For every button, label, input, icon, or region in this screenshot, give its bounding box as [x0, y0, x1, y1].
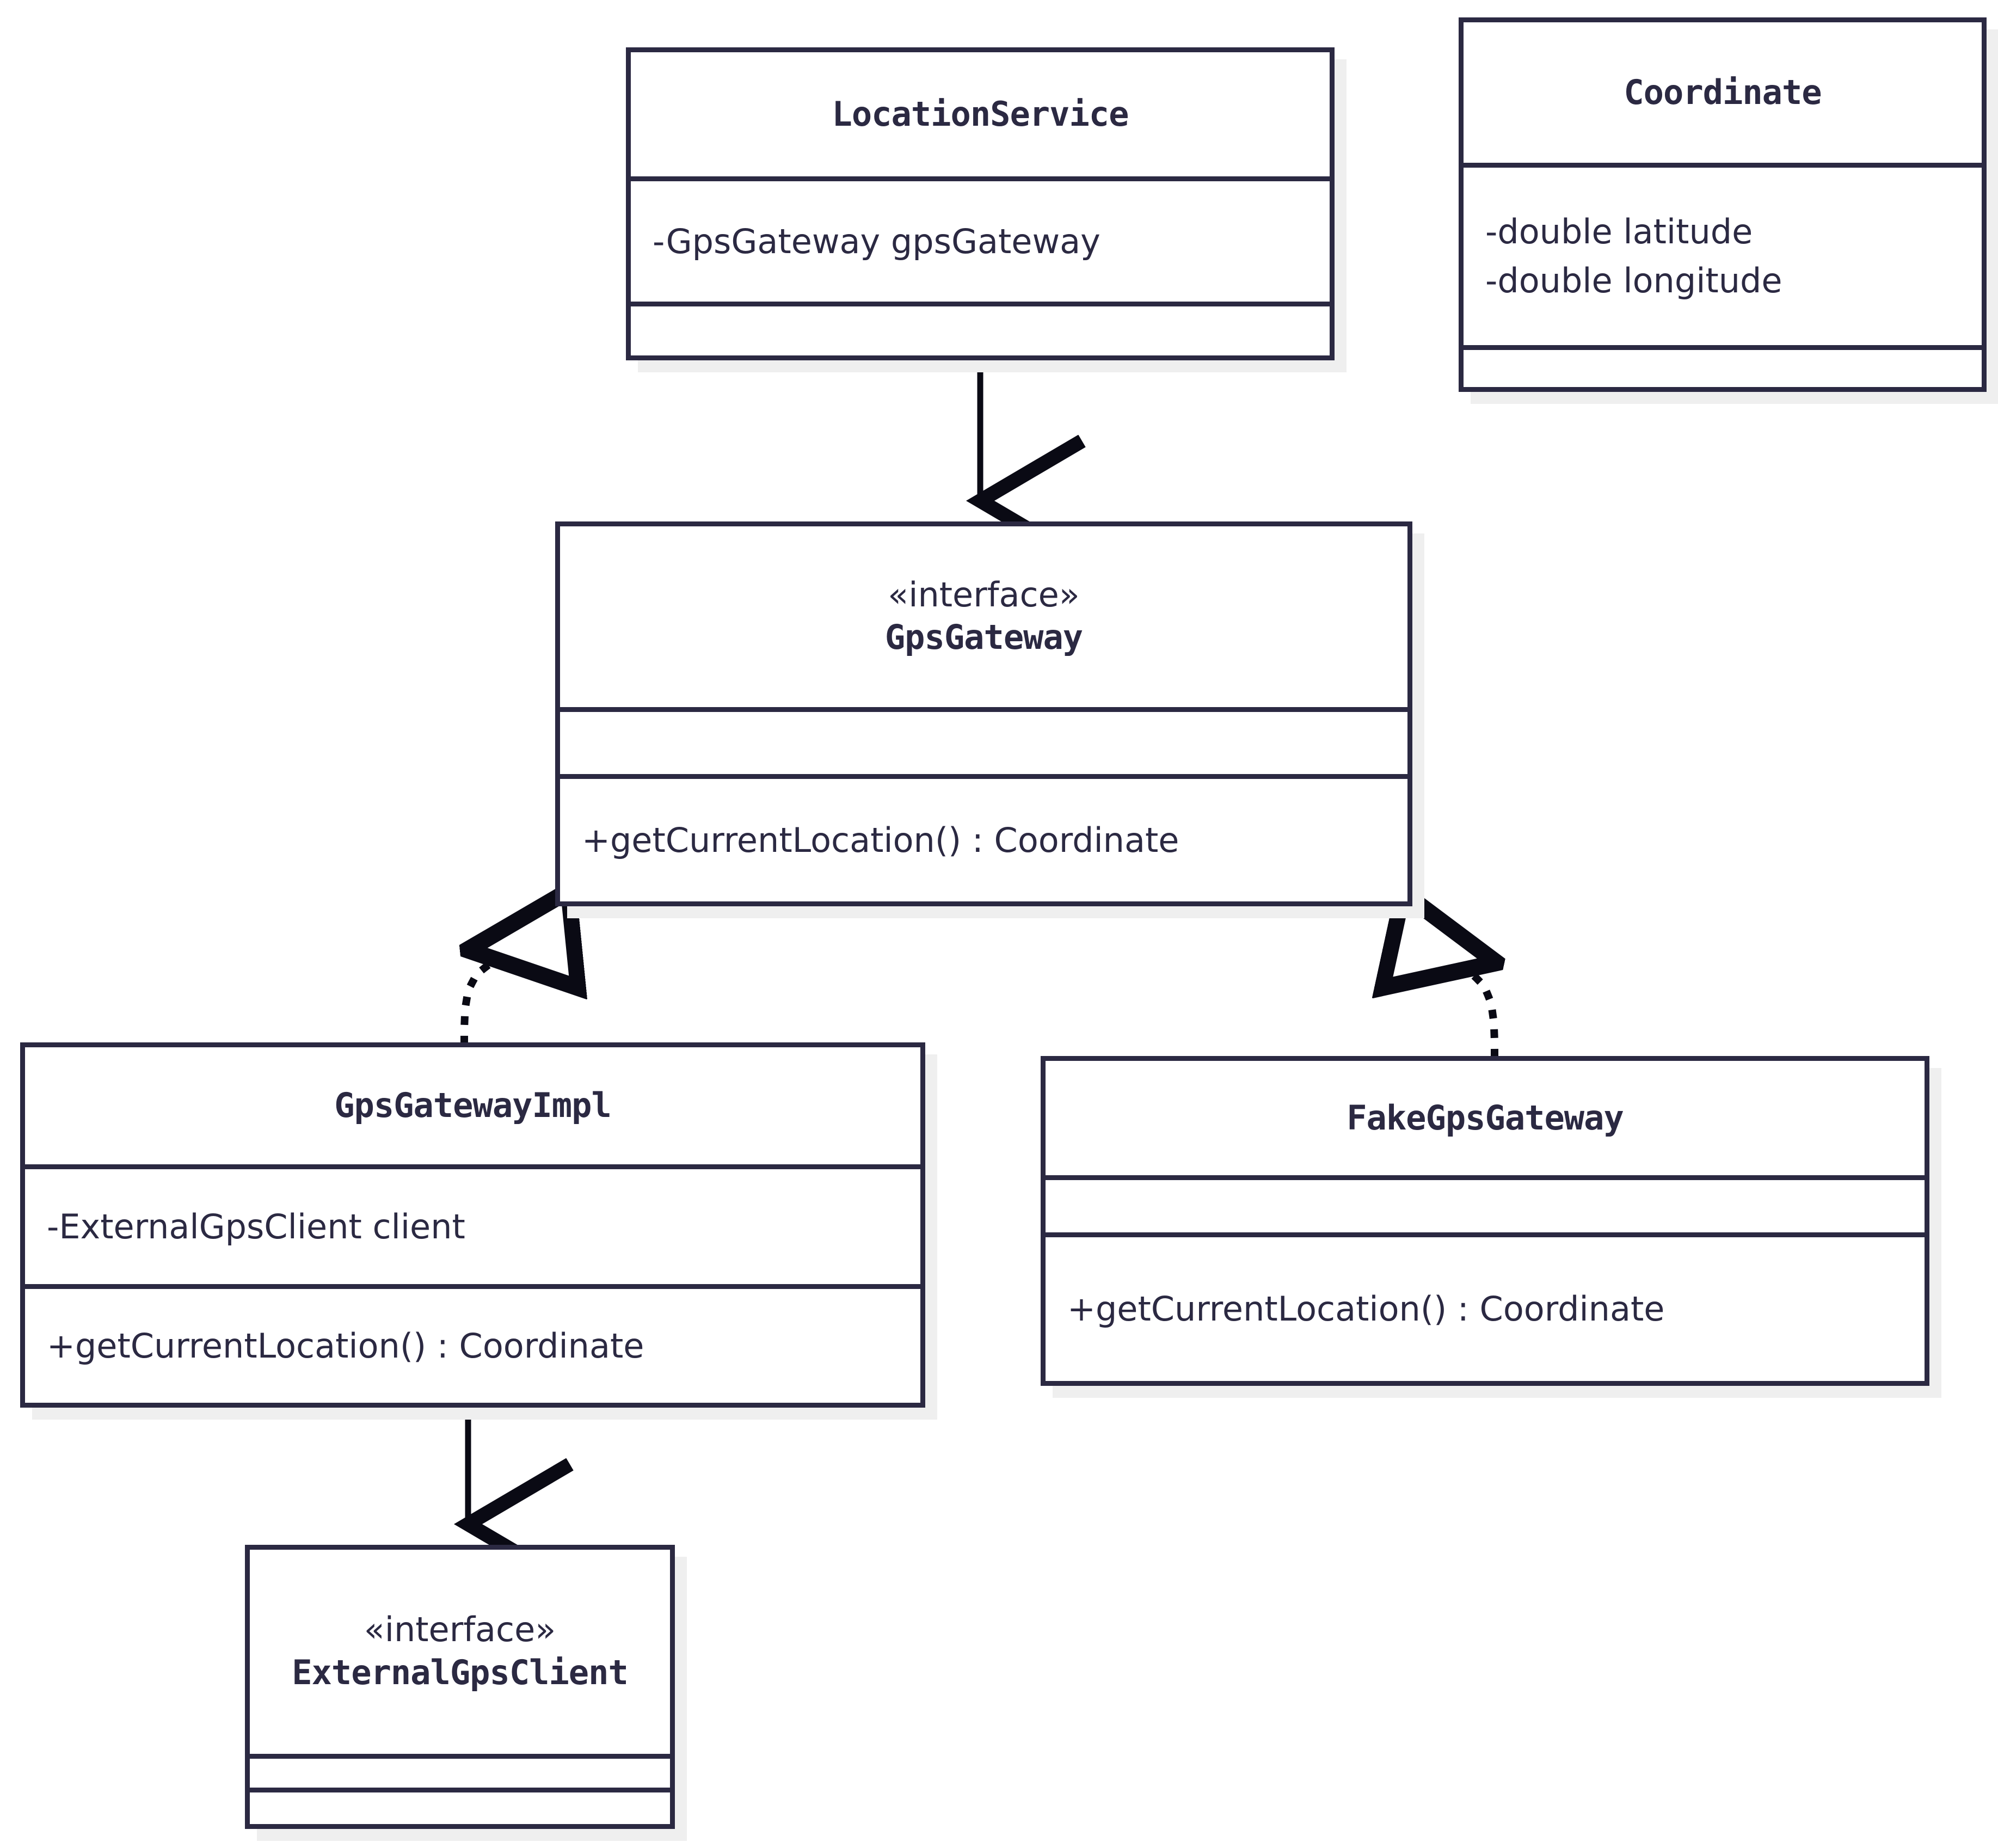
class-operations-gps-gateway-impl: +getCurrentLocation() : Coordinate — [25, 1284, 920, 1403]
class-attribute: -double latitude — [1485, 212, 1753, 252]
class-attributes-fake-gps-gateway — [1046, 1175, 1925, 1232]
class-operations-location-service — [631, 302, 1330, 355]
class-header-fake-gps-gateway: FakeGpsGateway — [1046, 1061, 1925, 1175]
class-box-location-service[interactable]: LocationService -GpsGateway gpsGateway — [626, 47, 1335, 360]
class-operations-fake-gps-gateway: +getCurrentLocation() : Coordinate — [1046, 1232, 1925, 1381]
class-operations-gps-gateway: +getCurrentLocation() : Coordinate — [560, 774, 1407, 901]
class-operation: +getCurrentLocation() : Coordinate — [582, 820, 1179, 860]
class-attributes-coordinate: -double latitude -double longitude — [1464, 163, 1982, 345]
class-box-external-gps-client[interactable]: «interface» ExternalGpsClient — [245, 1545, 675, 1829]
class-name-fake-gps-gateway: FakeGpsGateway — [1347, 1097, 1624, 1138]
class-attribute: -GpsGateway gpsGateway — [653, 221, 1101, 261]
class-name-coordinate: Coordinate — [1624, 72, 1822, 112]
class-attributes-gps-gateway — [560, 707, 1407, 774]
class-name-location-service: LocationService — [832, 94, 1129, 134]
class-box-gps-gateway[interactable]: «interface» GpsGateway +getCurrentLocati… — [555, 521, 1412, 906]
class-name-gps-gateway: GpsGateway — [884, 617, 1083, 658]
class-header-external-gps-client: «interface» ExternalGpsClient — [250, 1550, 670, 1754]
class-stereotype-external-gps-client: «interface» — [364, 1610, 556, 1650]
class-box-coordinate[interactable]: Coordinate -double latitude -double long… — [1459, 17, 1987, 392]
class-attributes-location-service: -GpsGateway gpsGateway — [631, 176, 1330, 302]
class-box-gps-gateway-impl[interactable]: GpsGatewayImpl -ExternalGpsClient client… — [20, 1042, 925, 1408]
class-header-location-service: LocationService — [631, 52, 1330, 176]
class-attribute: -double longitude — [1485, 261, 1782, 300]
class-name-gps-gateway-impl: GpsGatewayImpl — [334, 1085, 612, 1126]
class-box-fake-gps-gateway[interactable]: FakeGpsGateway +getCurrentLocation() : C… — [1041, 1056, 1929, 1386]
edge-fakegpsgateway-to-gpsgateway — [1400, 942, 1495, 1058]
class-attributes-gps-gateway-impl: -ExternalGpsClient client — [25, 1164, 920, 1284]
edge-gpsgatewayimpl-to-gpsgateway — [464, 940, 566, 1045]
class-header-coordinate: Coordinate — [1464, 22, 1982, 163]
class-operation: +getCurrentLocation() : Coordinate — [1067, 1289, 1665, 1329]
class-stereotype-gps-gateway: «interface» — [888, 574, 1080, 615]
class-header-gps-gateway-impl: GpsGatewayImpl — [25, 1047, 920, 1164]
class-operations-coordinate — [1464, 345, 1982, 387]
class-attribute: -ExternalGpsClient client — [47, 1206, 465, 1247]
class-name-external-gps-client: ExternalGpsClient — [292, 1652, 629, 1692]
class-operation: +getCurrentLocation() : Coordinate — [47, 1325, 644, 1366]
class-operations-external-gps-client — [250, 1788, 670, 1824]
class-attributes-external-gps-client — [250, 1754, 670, 1788]
class-header-gps-gateway: «interface» GpsGateway — [560, 526, 1407, 707]
